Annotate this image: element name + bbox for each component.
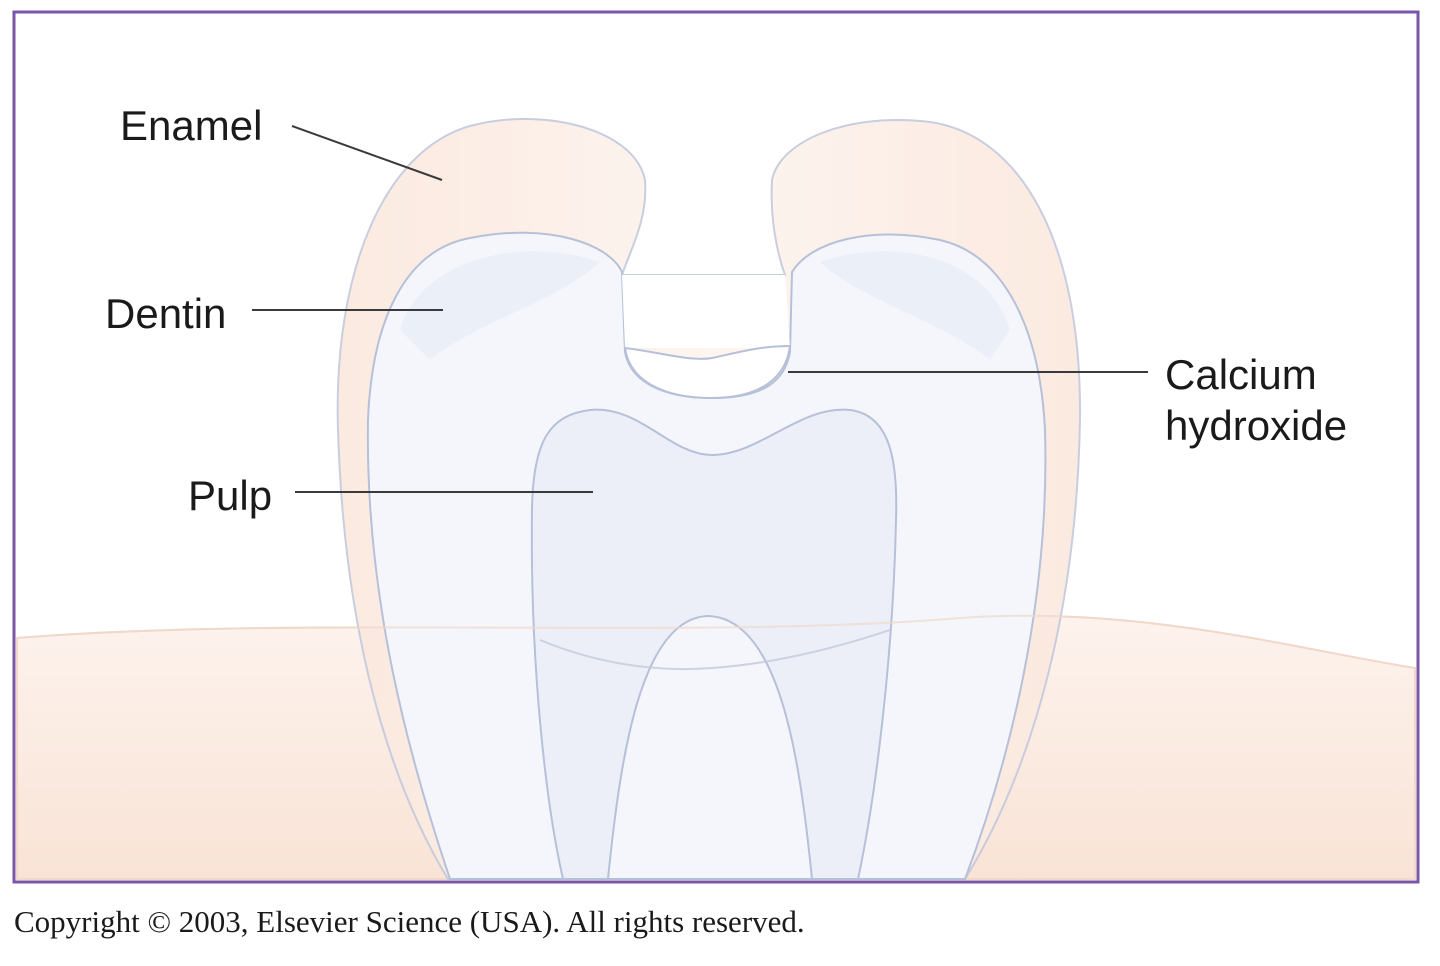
calcium-hydroxide-label-line1: Calcium	[1165, 351, 1317, 398]
enamel-leader-line	[291, 125, 443, 181]
cavity-preparation	[622, 275, 790, 348]
dentin-label: Dentin	[105, 290, 226, 337]
pulp-label: Pulp	[188, 472, 272, 519]
copyright-notice: Copyright © 2003, Elsevier Science (USA)…	[14, 904, 805, 939]
calcium-hydroxide-label-line2: hydroxide	[1165, 402, 1347, 449]
calcium-hydroxide-liner	[623, 344, 792, 400]
enamel-label: Enamel	[120, 102, 262, 149]
gum-line	[16, 614, 1416, 669]
dentin-shading	[400, 251, 600, 360]
pulp-chamber	[530, 408, 898, 880]
cej-line	[539, 629, 891, 671]
dentin-shading-right	[820, 251, 1010, 360]
